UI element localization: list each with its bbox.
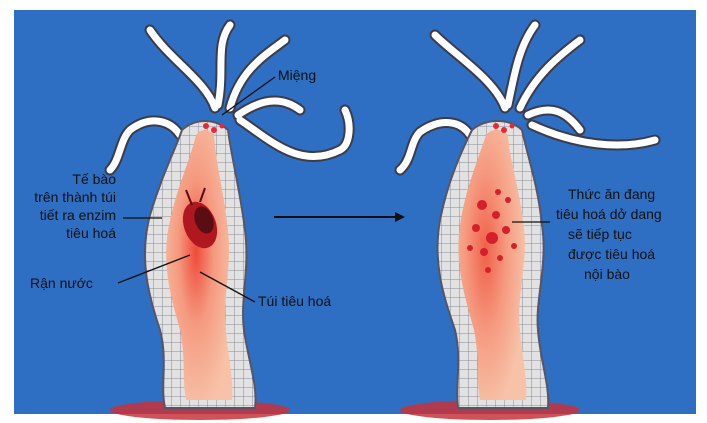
label-cell-line3: tiết ra enzim xyxy=(40,207,116,223)
label-food-line4: được tiêu hoá xyxy=(568,246,655,262)
label-cell-line1: Tế bào xyxy=(72,171,116,187)
label-food-line1: Thức ăn đang xyxy=(568,186,655,202)
label-cell-line2: trên thành túi xyxy=(34,189,116,205)
label-prey: Rận nước xyxy=(30,275,93,291)
label-mouth: Miệng xyxy=(278,67,316,83)
label-food-line2: tiêu hoá dở dang xyxy=(556,206,662,222)
label-cell-line4: tiêu hoá xyxy=(66,225,116,241)
label-food-line3: sẽ tiếp tục xyxy=(568,226,632,242)
label-food-line5: nội bào xyxy=(584,266,630,282)
label-gut: Túi tiêu hoá xyxy=(258,293,331,309)
